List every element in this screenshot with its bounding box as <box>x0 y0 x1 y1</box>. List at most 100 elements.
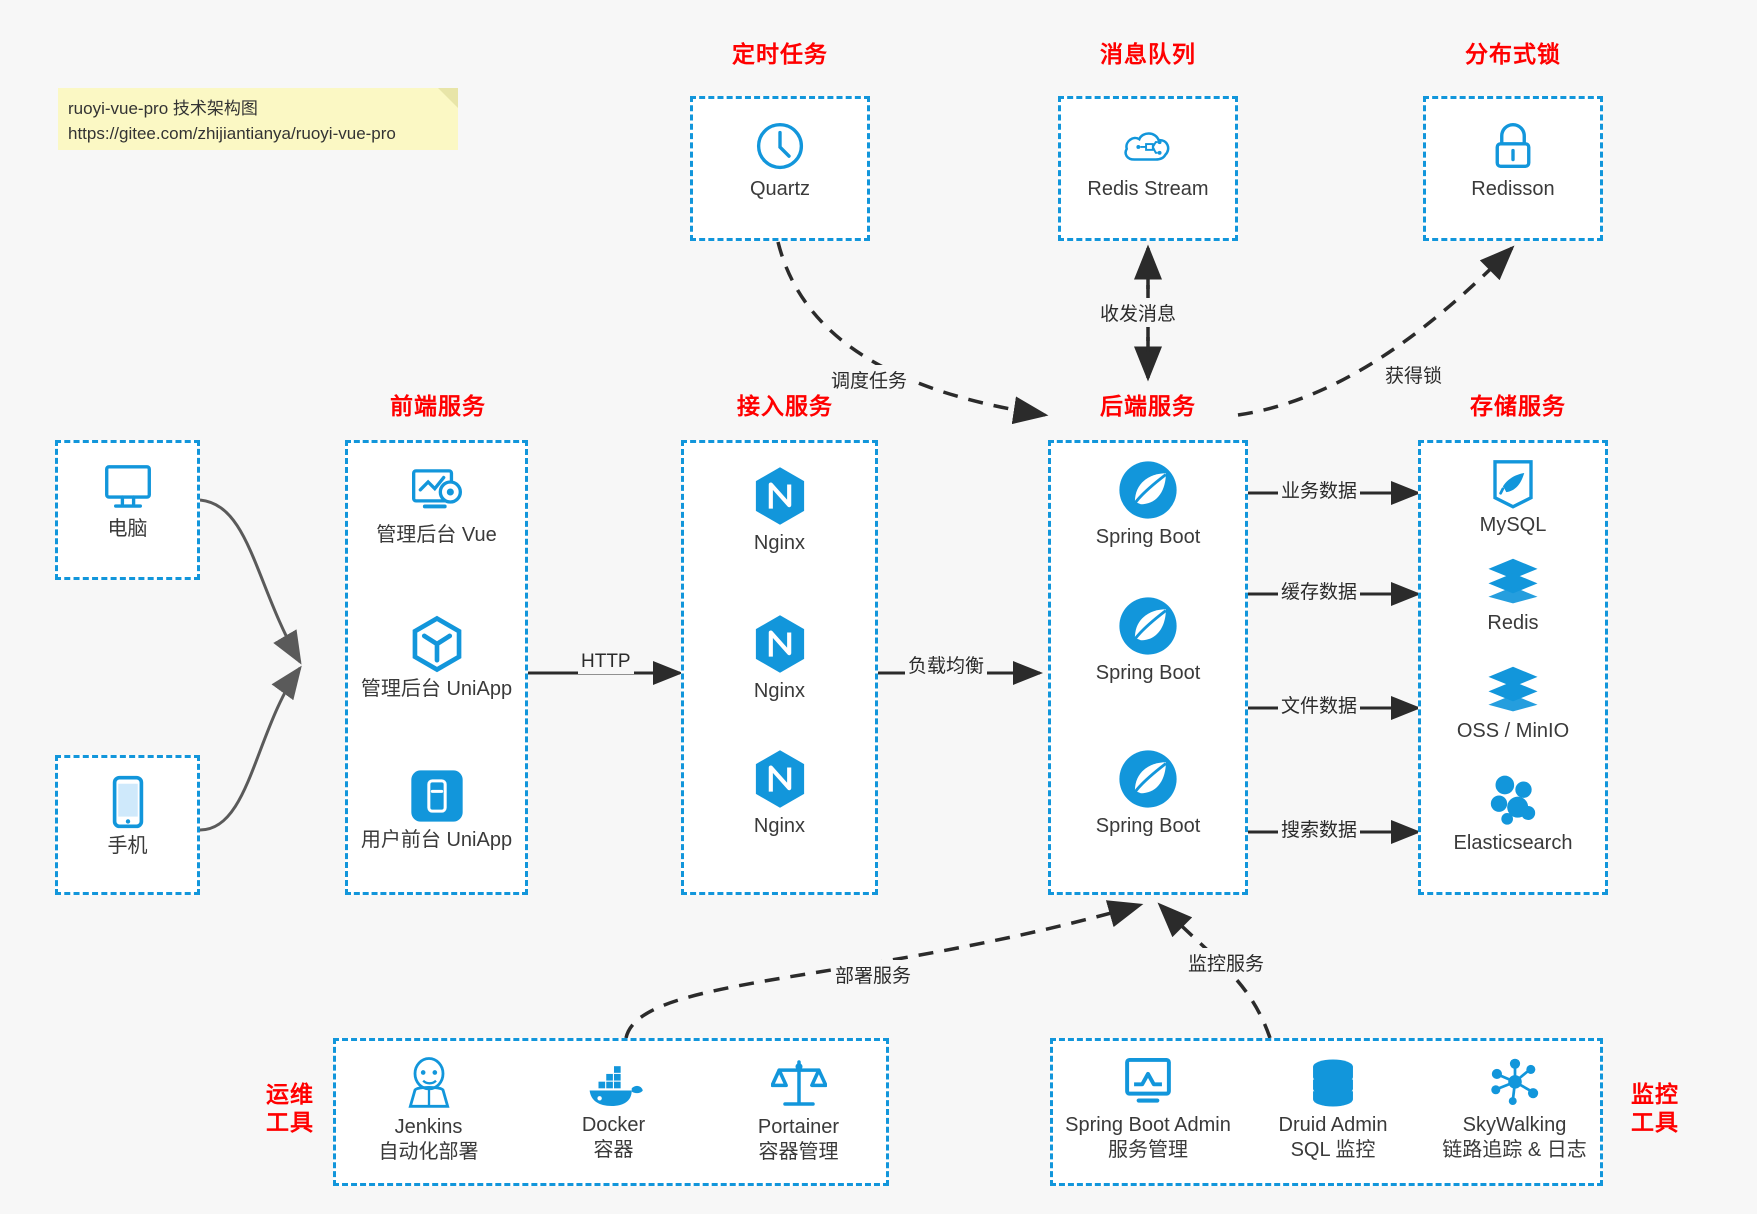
node-nginx-2[interactable]: Nginx <box>684 613 875 704</box>
group-box-phone: 手机 <box>55 755 200 895</box>
node-spring-boot-1[interactable]: Spring Boot <box>1051 459 1245 550</box>
node-label: Spring Boot <box>1095 526 1201 548</box>
node-label: Portainer 容器管理 <box>757 1116 840 1163</box>
group-box-mq: Redis Stream <box>1058 96 1238 241</box>
node-label: Spring Boot <box>1095 815 1201 837</box>
node-label: Docker 容器 <box>581 1114 646 1161</box>
scales-icon <box>770 1060 827 1106</box>
node-label: OSS / MinIO <box>1456 720 1570 742</box>
node-oss-minio[interactable]: OSS / MinIO <box>1421 661 1605 744</box>
group-box-pc: 电脑 <box>55 440 200 580</box>
group-box-monitor: Spring Boot Admin 服务管理 Druid Admin SQL 监… <box>1050 1038 1603 1186</box>
group-title-lock: 分布式锁 <box>1465 41 1561 67</box>
mobile-app-icon <box>410 770 463 822</box>
spring-leaf-icon <box>1119 597 1177 655</box>
node-user-uniapp[interactable]: 用户前台 UniApp <box>348 768 525 853</box>
edge-label-search-data: 搜索数据 <box>1278 814 1361 843</box>
note-fold-corner <box>438 88 458 108</box>
node-admin-uniapp[interactable]: 管理后台 UniApp <box>348 615 525 702</box>
node-redis-stream[interactable]: Redis Stream <box>1061 119 1235 202</box>
node-spring-boot-admin[interactable]: Spring Boot Admin 服务管理 <box>1053 1055 1243 1163</box>
group-box-lock: Redisson <box>1423 96 1603 241</box>
nginx-icon <box>755 615 804 673</box>
nginx-icon <box>755 467 804 525</box>
jenkins-butler-icon <box>407 1057 450 1108</box>
group-title-frontend: 前端服务 <box>390 393 486 419</box>
node-phone[interactable]: 手机 <box>58 774 197 859</box>
group-box-storage: MySQL Redis OSS / MinIO <box>1418 440 1608 895</box>
group-title-devops: 运维 工具 <box>266 1081 314 1136</box>
node-mysql[interactable]: MySQL <box>1421 455 1605 538</box>
group-title-monitor: 监控 工具 <box>1631 1081 1679 1136</box>
node-nginx-1[interactable]: Nginx <box>684 465 875 556</box>
node-nginx-3[interactable]: Nginx <box>684 748 875 839</box>
clock-icon <box>756 122 804 170</box>
edge-label-deploy: 部署服务 <box>832 960 915 989</box>
node-label: Nginx <box>753 815 806 837</box>
node-elasticsearch[interactable]: Elasticsearch <box>1421 771 1605 856</box>
smartphone-icon <box>112 775 143 829</box>
node-label: Druid Admin SQL 监控 <box>1278 1114 1388 1161</box>
node-pc[interactable]: 电脑 <box>58 461 197 542</box>
group-title-storage: 存储服务 <box>1470 393 1566 419</box>
node-label: Spring Boot Admin 服务管理 <box>1065 1114 1231 1161</box>
edge-label-schedule: 调度任务 <box>828 365 911 394</box>
edge-label-lb: 负载均衡 <box>905 650 988 679</box>
database-icon <box>1313 1059 1353 1107</box>
group-box-scheduler: Quartz <box>690 96 870 241</box>
node-label: Quartz <box>749 178 811 200</box>
edge-label-lock: 获得锁 <box>1382 360 1446 389</box>
node-label: Redis Stream <box>1087 178 1209 200</box>
cloud-network-icon <box>1124 132 1170 161</box>
node-spring-boot-3[interactable]: Spring Boot <box>1051 748 1245 839</box>
node-portainer[interactable]: Portainer 容器管理 <box>706 1055 891 1165</box>
node-label: Redisson <box>1471 178 1555 200</box>
node-spring-boot-2[interactable]: Spring Boot <box>1051 595 1245 686</box>
dolphin-icon <box>1493 460 1533 509</box>
edge-label-monitor: 监控服务 <box>1185 948 1268 977</box>
monitor-gear-icon <box>411 469 462 509</box>
network-graph-icon <box>1490 1058 1538 1106</box>
node-redis[interactable]: Redis <box>1421 553 1605 636</box>
node-quartz[interactable]: Quartz <box>693 119 867 202</box>
hexagon-cube-icon <box>412 615 461 673</box>
node-skywalking[interactable]: SkyWalking 链路追踪 & 日志 <box>1423 1057 1606 1163</box>
group-title-gateway: 接入服务 <box>737 393 833 419</box>
node-label: MySQL <box>1479 514 1547 536</box>
edge-label-mq: 收发消息 <box>1097 298 1180 327</box>
desktop-icon <box>104 465 151 508</box>
edge-label-file-data: 文件数据 <box>1278 690 1361 719</box>
group-box-devops: Jenkins 自动化部署 Docker 容器 <box>333 1038 889 1186</box>
edge-label-http: HTTP <box>578 650 634 674</box>
note-line-title: ruoyi-vue-pro 技术架构图 <box>68 99 258 118</box>
node-admin-vue[interactable]: 管理后台 Vue <box>348 465 525 548</box>
node-label: 管理后台 Vue <box>376 524 497 546</box>
node-label: SkyWalking 链路追踪 & 日志 <box>1442 1114 1587 1161</box>
redis-stack-icon <box>1488 558 1538 604</box>
edge-label-cache-data: 缓存数据 <box>1278 576 1361 605</box>
group-box-frontend: 管理后台 Vue 管理后台 UniApp 用户前台 UniApp <box>345 440 528 895</box>
lock-icon <box>1495 123 1531 168</box>
node-docker[interactable]: Docker 容器 <box>521 1061 706 1163</box>
node-jenkins[interactable]: Jenkins 自动化部署 <box>336 1055 521 1165</box>
elastic-icon <box>1490 775 1536 825</box>
node-label: Spring Boot <box>1095 662 1201 684</box>
node-label: 手机 <box>107 835 148 857</box>
nginx-icon <box>755 750 804 808</box>
node-redisson[interactable]: Redisson <box>1426 119 1600 202</box>
edge-label-biz-data: 业务数据 <box>1278 475 1361 504</box>
node-druid-admin[interactable]: Druid Admin SQL 监控 <box>1243 1057 1423 1163</box>
group-title-scheduler: 定时任务 <box>732 41 828 67</box>
group-title-backend: 后端服务 <box>1100 393 1196 419</box>
node-label: Nginx <box>753 532 806 554</box>
node-label: Redis <box>1487 612 1539 634</box>
node-label: 管理后台 UniApp <box>360 678 513 700</box>
group-box-gateway: Nginx Nginx Nginx <box>681 440 878 895</box>
node-label: Jenkins 自动化部署 <box>378 1116 479 1163</box>
docker-whale-icon <box>589 1066 643 1107</box>
note-line-url: https://gitee.com/zhijiantianya/ruoyi-vu… <box>68 123 396 143</box>
spring-leaf-icon <box>1119 461 1177 519</box>
group-title-mq: 消息队列 <box>1100 41 1196 67</box>
node-label: 电脑 <box>107 518 148 540</box>
